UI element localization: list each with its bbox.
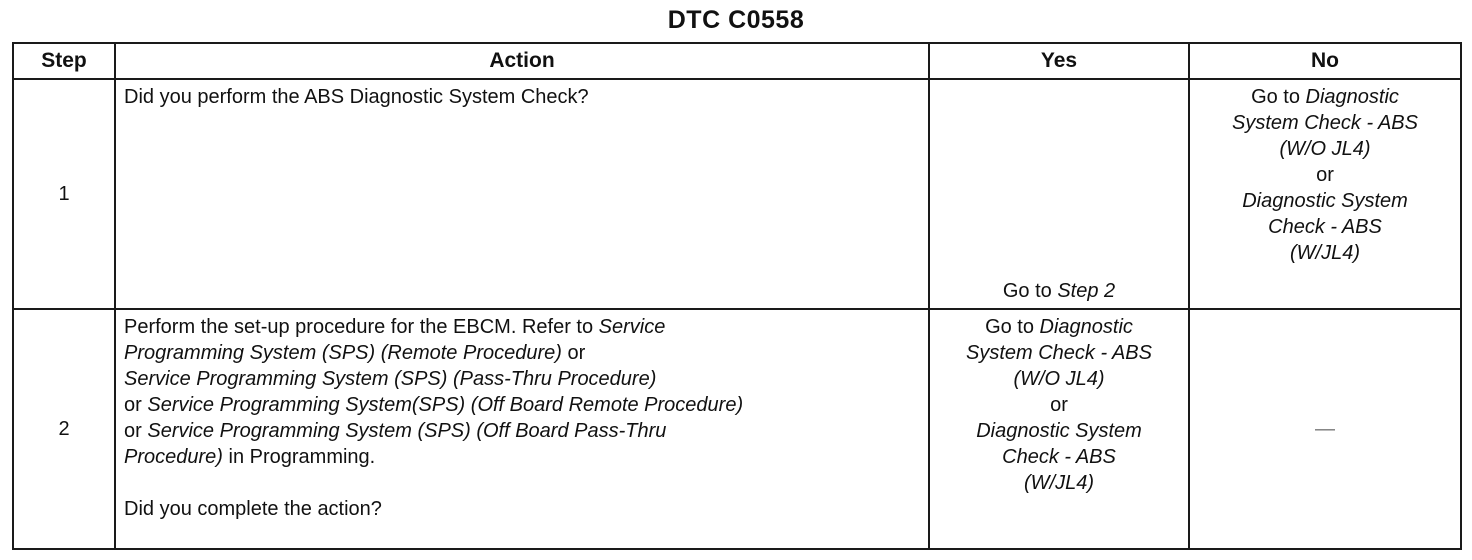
- sps-pass-thru-link[interactable]: Service Programming System (SPS) (Pass-T…: [124, 368, 657, 390]
- action-text-plain: or: [124, 420, 142, 442]
- diagnostic-check-w-jl4-link[interactable]: Check - ABS: [1002, 446, 1116, 468]
- header-yes: Yes: [928, 42, 1190, 80]
- no-cell: Go to Diagnostic System Check - ABS (W/O…: [1188, 78, 1462, 310]
- sps-off-board-pass-thru-link[interactable]: Service Programming System (SPS) (Off Bo…: [147, 420, 667, 442]
- yes-prefix: Go to: [985, 316, 1034, 338]
- yes-cell: Go to Diagnostic System Check - ABS (W/O…: [928, 308, 1190, 550]
- no-value: —: [1315, 418, 1335, 440]
- action-question: Did you complete the action?: [124, 498, 382, 520]
- step-2-link[interactable]: Step 2: [1057, 280, 1116, 302]
- table-header-row: Step Action Yes No: [12, 42, 1462, 80]
- action-text: Did you perform the ABS Diagnostic Syste…: [114, 78, 930, 310]
- step-number: 1: [12, 78, 116, 310]
- header-action: Action: [114, 42, 930, 80]
- diagnostic-check-w-jl4-link[interactable]: Check - ABS: [1268, 216, 1382, 238]
- header-step: Step: [12, 42, 116, 80]
- diagnostic-check-wo-jl4-link[interactable]: Diagnostic: [1039, 316, 1133, 338]
- diagnostic-check-wo-jl4-link[interactable]: System Check - ABS: [1232, 112, 1418, 134]
- action-text: Perform the set-up procedure for the EBC…: [114, 308, 930, 550]
- diagnostic-check-wo-jl4-link[interactable]: Diagnostic: [1305, 86, 1399, 108]
- action-text-plain: in Programming.: [228, 446, 376, 468]
- sps-remote-link[interactable]: Programming System (SPS) (Remote Procedu…: [124, 342, 562, 364]
- action-text-plain: Perform the set-up procedure for the EBC…: [124, 316, 594, 338]
- action-text-plain: or: [567, 342, 586, 364]
- step-number: 2: [12, 308, 116, 550]
- table-row: 1 Did you perform the ABS Diagnostic Sys…: [12, 78, 1462, 310]
- dtc-table: Step Action Yes No 1 Did you perform the…: [12, 42, 1462, 550]
- or-label: or: [1316, 164, 1334, 186]
- diagnostic-check-wo-jl4-link[interactable]: System Check - ABS: [966, 342, 1152, 364]
- diagnostic-check-wo-jl4-link[interactable]: (W/O JL4): [1279, 138, 1371, 160]
- action-text-plain: or: [124, 394, 142, 416]
- sps-remote-link[interactable]: Service: [598, 316, 666, 338]
- table-row: 2 Perform the set-up procedure for the E…: [12, 308, 1462, 550]
- header-no: No: [1188, 42, 1462, 80]
- sps-off-board-pass-thru-link[interactable]: Procedure): [124, 446, 223, 468]
- diagnostic-check-w-jl4-link[interactable]: (W/JL4): [1290, 242, 1360, 264]
- no-prefix: Go to: [1251, 86, 1300, 108]
- diagnostic-check-w-jl4-link[interactable]: Diagnostic System: [1242, 190, 1408, 212]
- or-label: or: [1050, 394, 1068, 416]
- yes-prefix: Go to: [1002, 280, 1052, 302]
- sps-off-board-remote-link[interactable]: Service Programming System(SPS) (Off Boa…: [147, 394, 744, 416]
- diagnostic-check-w-jl4-link[interactable]: Diagnostic System: [976, 420, 1142, 442]
- diagnostic-check-wo-jl4-link[interactable]: (W/O JL4): [1013, 368, 1105, 390]
- page-title: DTC C0558: [667, 6, 805, 34]
- yes-cell: Go to Step 2: [928, 78, 1190, 310]
- diagnostic-check-w-jl4-link[interactable]: (W/JL4): [1024, 472, 1094, 494]
- no-cell: —: [1188, 308, 1462, 550]
